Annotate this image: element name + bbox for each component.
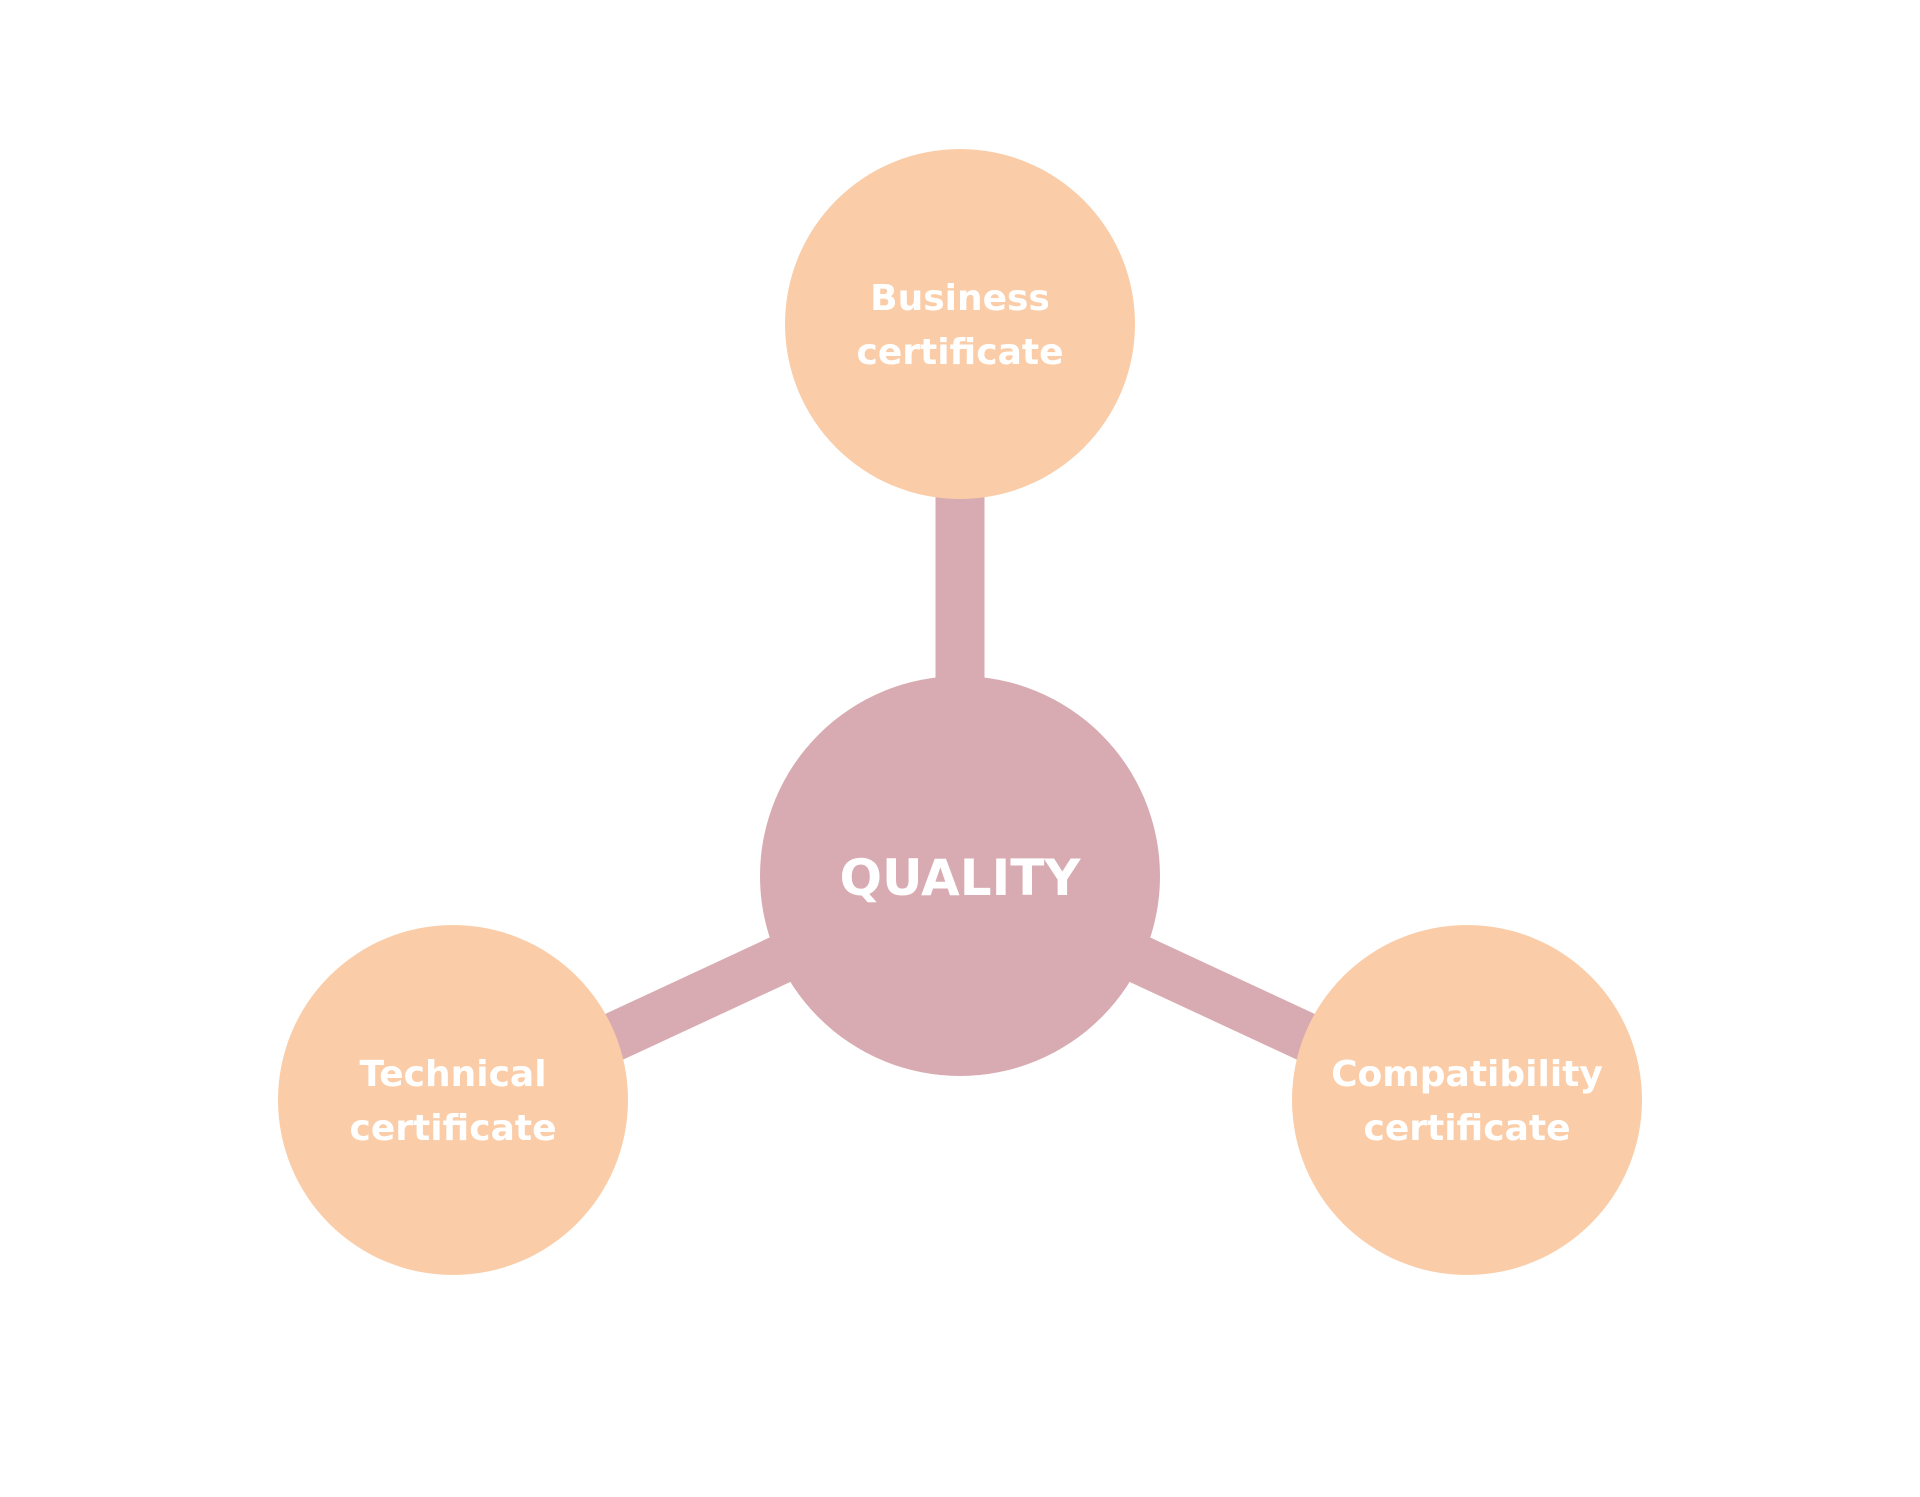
node-compatibility: Compatibility certificate xyxy=(1292,925,1642,1275)
node-label-line1: Technical xyxy=(359,1054,546,1095)
node-label-line2: certificate xyxy=(857,332,1064,373)
node-label-line1: Compatibility xyxy=(1331,1054,1603,1095)
center-circle xyxy=(760,676,1160,1076)
node-circle xyxy=(785,149,1135,499)
node-technical: Technical certificate xyxy=(278,925,628,1275)
node-circle xyxy=(1292,925,1642,1275)
node-label-line1: Business xyxy=(870,278,1050,319)
center-label: QUALITY xyxy=(839,849,1081,907)
node-label-line2: certificate xyxy=(1364,1108,1571,1149)
node-circle xyxy=(278,925,628,1275)
node-label-line2: certificate xyxy=(350,1108,557,1149)
node-business: Business certificate xyxy=(785,149,1135,499)
